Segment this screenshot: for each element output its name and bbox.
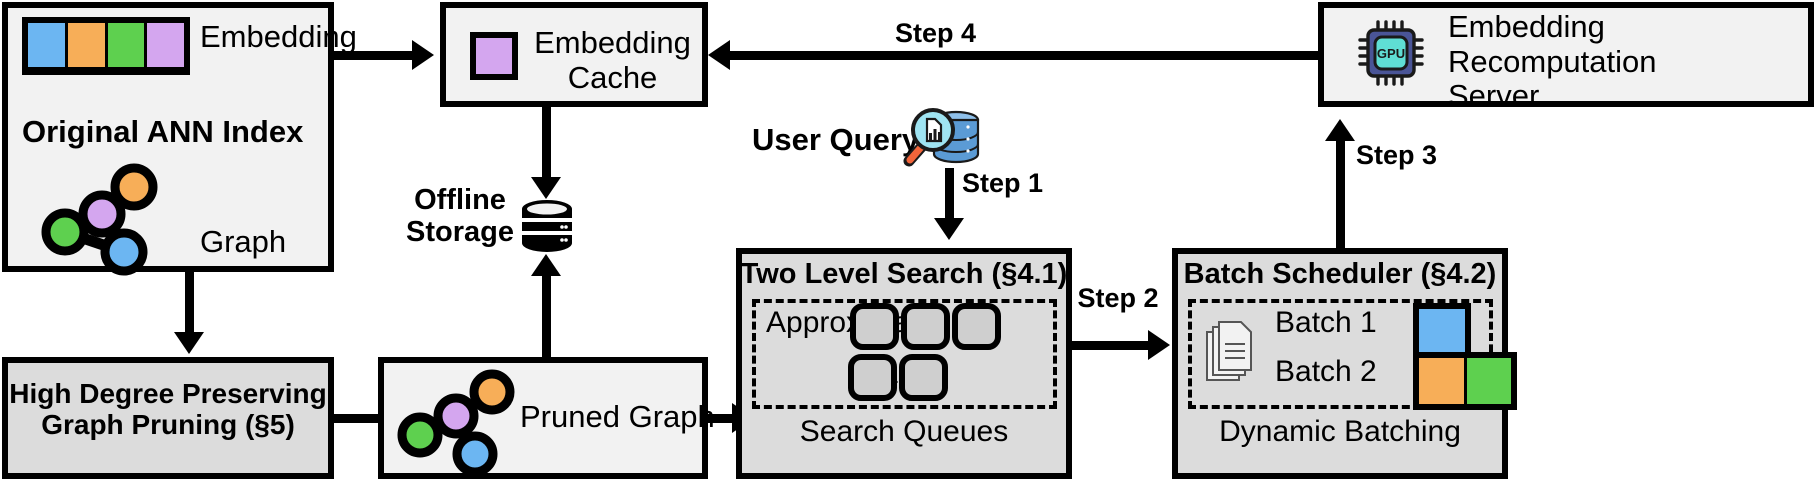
graph-node-green (41, 208, 89, 256)
embedding-label: Embedding (200, 19, 357, 54)
search-queues-caption: Search Queues (799, 415, 1009, 448)
arrowhead-index-to-cache (412, 40, 434, 70)
offline-storage-label: Offline Storage (406, 184, 514, 249)
connector-index-to-cache (334, 51, 414, 60)
arrowhead-pruned-graph-to-storage (531, 254, 561, 276)
connector-query-to-search (945, 168, 954, 220)
queue-slot[interactable] (850, 303, 899, 350)
pruned-node-green (397, 412, 443, 458)
user-query-label: User Query (752, 122, 920, 157)
connector-index-to-pruning (185, 272, 194, 334)
queue-slot[interactable] (952, 303, 1001, 350)
pruned-node-purple (433, 393, 479, 439)
arrowhead-cache-to-storage (531, 177, 561, 199)
batch-item-orange (1419, 358, 1467, 404)
graph-node-orange (110, 163, 158, 211)
connector-scheduler-to-server (1336, 140, 1345, 248)
embedding-cell-orange (67, 23, 108, 67)
graph-pruning-title: High Degree Preserving Graph Pruning (§5… (9, 378, 327, 441)
step-1-label: Step 1 (962, 168, 1044, 198)
search-queues-group (752, 299, 1057, 409)
embedding-cell-blue (28, 23, 68, 67)
graph-node-blue (100, 228, 148, 276)
ann-index-graph (41, 163, 158, 276)
step-3-label: Step 3 (1356, 140, 1438, 170)
embedding-cell-green (107, 23, 148, 67)
arrowhead-scheduler-to-server (1325, 119, 1355, 141)
approximate-queue-slots (850, 303, 1010, 350)
batch-item-blue (1419, 309, 1465, 355)
graph-node-purple (78, 190, 126, 238)
queue-slot[interactable] (848, 354, 897, 401)
embedding-cache-title: Embedding Cache (534, 25, 691, 95)
arrowhead-search-to-scheduler (1148, 330, 1170, 360)
embedding-cache-swatch-icon (470, 32, 518, 80)
connector-pruning-to-pruned-graph (334, 414, 414, 423)
pruned-graph-label: Pruned Graph (520, 399, 715, 434)
connector-cache-to-storage (542, 107, 551, 179)
batch-1-label: Batch 1 (1275, 306, 1377, 339)
two-level-search-title: Two Level Search (§4.1) (740, 258, 1068, 290)
database-cylinder-icon (522, 200, 572, 252)
pruned-node-blue (452, 431, 498, 477)
embedding-vector-strip (22, 17, 190, 75)
connector-search-to-scheduler (1072, 341, 1150, 350)
connector-server-to-cache (730, 51, 1320, 60)
arrowhead-index-to-pruning (174, 332, 204, 354)
connector-pruned-graph-to-search (708, 414, 736, 423)
step-2-label: Step 2 (1077, 283, 1159, 313)
batch-item-green (1466, 358, 1511, 404)
exact-queue-slots (848, 354, 958, 401)
pruned-graph-visual (397, 369, 515, 477)
arrowhead-server-to-cache (708, 40, 730, 70)
arrowhead-query-to-search (934, 218, 964, 240)
graph-label: Graph (200, 224, 287, 259)
queue-slot[interactable] (899, 354, 948, 401)
batch-scheduler-title: Batch Scheduler (§4.2) (1183, 258, 1497, 290)
recompute-server-title: Embedding Recomputation Server (1448, 9, 1657, 114)
magnifier-database-icon (903, 108, 980, 167)
dynamic-batching-caption: Dynamic Batching (1219, 415, 1461, 448)
step-4-label: Step 4 (895, 18, 977, 48)
documents-stack-icon (1206, 321, 1252, 381)
queue-slot[interactable] (901, 303, 950, 350)
batch-2-label: Batch 2 (1275, 355, 1377, 388)
embedding-cell-purple (147, 23, 184, 67)
gpu-chip-icon: GPU (1358, 20, 1424, 86)
graph-pruning-box (2, 357, 334, 479)
connector-pruned-graph-to-storage (542, 275, 551, 357)
original-ann-index-title: Original ANN Index (22, 114, 304, 149)
gpu-icon-text: GPU (1377, 46, 1405, 61)
pruned-node-orange (469, 369, 515, 415)
batch-2-items (1413, 352, 1517, 410)
